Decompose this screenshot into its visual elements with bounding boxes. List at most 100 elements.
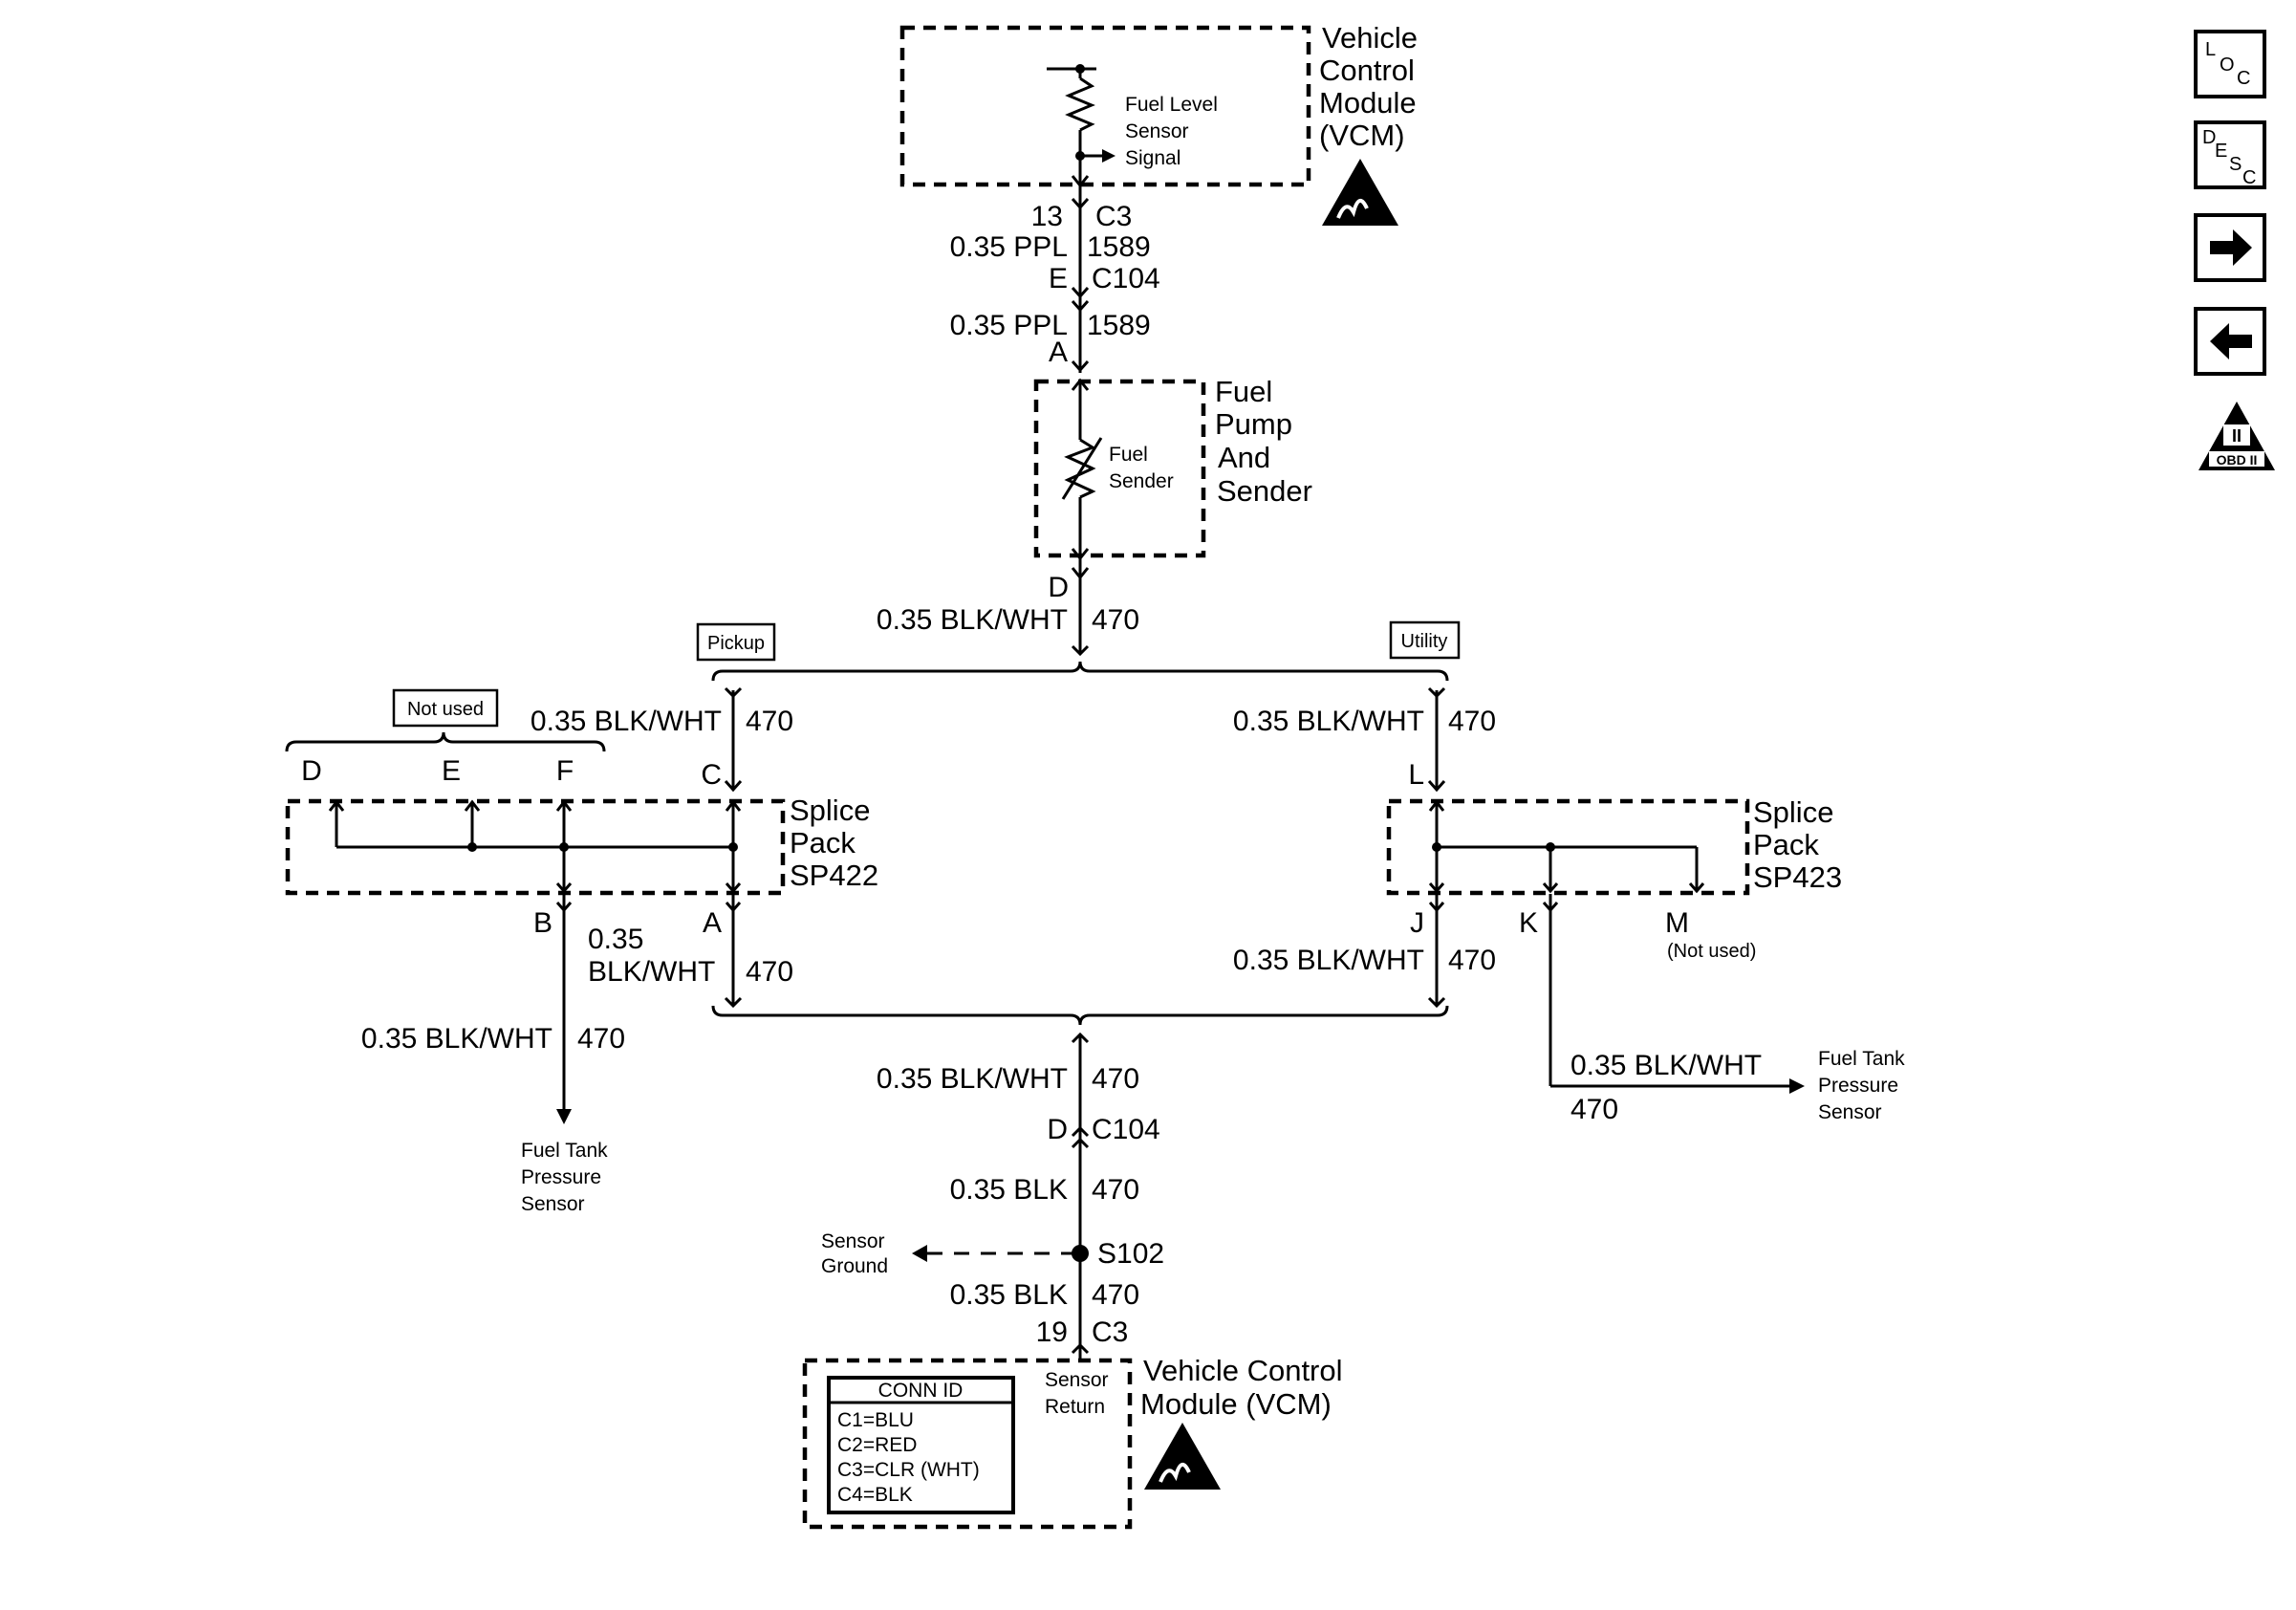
location-icon[interactable]: L O C xyxy=(2194,30,2266,98)
back-arrow-icon[interactable] xyxy=(2194,307,2266,376)
top-vcm-box xyxy=(899,25,1311,187)
circuit-470-label: 470 xyxy=(1092,1063,1139,1095)
bottom-vcm-box xyxy=(802,1358,1133,1530)
description-letter: E xyxy=(2215,141,2227,162)
sp422-title: Splice Pack SP422 xyxy=(790,794,878,892)
pin-e-label: E xyxy=(1049,263,1068,294)
wire-blk-label: 0.35 BLK xyxy=(950,1279,1068,1311)
wire-blk-wht-label: 0.35 BLK/WHT xyxy=(531,706,722,737)
pin-d-label: D xyxy=(1047,1114,1068,1145)
description-letter: D xyxy=(2202,127,2216,148)
conn-id-row: C3=CLR (WHT) xyxy=(837,1459,980,1481)
not-used-badge xyxy=(392,688,499,728)
signal-arrow-icon xyxy=(1102,149,1116,163)
circuit-470-label: 470 xyxy=(1448,706,1496,737)
not-used-label: Not used xyxy=(407,699,484,720)
circuit-470-label: 470 xyxy=(1092,1174,1139,1206)
circuit-470-label: 470 xyxy=(1092,604,1139,636)
splice-s102-label: S102 xyxy=(1097,1238,1164,1270)
circuit-1589-label: 1589 xyxy=(1087,310,1151,341)
wire-blk-wht-label: 0.35 BLK/WHT xyxy=(1570,1050,1762,1081)
connector-c3-label: C3 xyxy=(1092,1316,1128,1348)
pin-a-label: A xyxy=(703,907,722,939)
esd-sensitive-icon xyxy=(1322,159,1398,226)
description-letter: C xyxy=(2242,167,2256,188)
fuel-sender-label: Fuel Sender xyxy=(1109,444,1174,492)
pin-b-label: B xyxy=(533,907,552,939)
pin-a-label: A xyxy=(1049,337,1068,368)
wire-blk-wht-label: 0.35 BLK/WHT xyxy=(1233,945,1424,976)
utility-label: Utility xyxy=(1401,631,1448,652)
pin-m-label: M xyxy=(1665,907,1689,939)
pin-d-label: D xyxy=(301,755,322,787)
conn-id-header: CONN ID xyxy=(878,1380,964,1402)
pin-m-not-used-label: (Not used) xyxy=(1667,941,1756,962)
sensor-ground-arrow-icon xyxy=(912,1245,927,1262)
fuel-pump-box xyxy=(1033,379,1206,558)
fuel-level-signal-label: Fuel Level Sensor Signal xyxy=(1125,94,1224,169)
upper-circuit: 13 C3 0.35 PPL 1589 E C104 0.35 PPL 1589… xyxy=(950,185,1160,373)
sp423-box xyxy=(1386,798,1750,896)
connector-c104-label: C104 xyxy=(1092,263,1160,294)
top-vcm-title: Vehicle Control Module (VCM) xyxy=(1319,21,1426,152)
connector-c3-label: C3 xyxy=(1095,201,1132,232)
wire-blk-wht-label: 0.35 BLK/WHT xyxy=(877,1063,1068,1095)
wire-blk-wht-label: 0.35 BLK/WHT xyxy=(361,1023,552,1055)
pin-l-label: L xyxy=(1408,759,1424,791)
circuit-470-label: 470 xyxy=(1448,945,1496,976)
fuel-pump-title: Fuel Pump And Sender xyxy=(1215,375,1312,508)
pin-f-label: F xyxy=(556,755,574,787)
sensor-ground-label: Sensor Ground xyxy=(821,1230,890,1277)
location-letter: L xyxy=(2205,39,2216,60)
pin-e-label: E xyxy=(442,755,461,787)
top-vcm: Vehicle Control Module (VCM) Fuel Level … xyxy=(899,21,1426,226)
circuit-1589-label: 1589 xyxy=(1087,231,1151,263)
forward-arrow-icon[interactable] xyxy=(2194,213,2266,282)
pin-19-label: 19 xyxy=(1036,1316,1068,1348)
bottom-vcm-title: Vehicle Control Module (VCM) xyxy=(1140,1354,1351,1421)
option-bus-bracket xyxy=(711,661,1449,682)
right-fuel-tank-pressure-sensor-label: Fuel Tank Pressure Sensor xyxy=(1818,1048,1911,1123)
esd-sensitive-icon xyxy=(1144,1423,1221,1490)
variable-resistor-arrow xyxy=(1061,437,1103,500)
obd-ii-icon[interactable]: II OBD II xyxy=(2199,402,2275,470)
connector-c104-label: C104 xyxy=(1092,1114,1160,1145)
circuit-470-label: 470 xyxy=(746,956,793,988)
bottom-option-bus xyxy=(711,996,1449,1026)
obd-label: OBD II xyxy=(2217,452,2258,468)
pin-d-label: D xyxy=(1048,572,1069,603)
circuit-470-label: 470 xyxy=(1570,1094,1618,1125)
pullup-resistor-icon xyxy=(1065,76,1095,132)
description-letter: S xyxy=(2229,154,2242,175)
utility-badge xyxy=(1389,620,1461,660)
bottom-bus-bracket xyxy=(711,1005,1449,1026)
pin-j-label: J xyxy=(1410,907,1424,939)
wire-blk-wht-label: 0.35 BLK/WHT xyxy=(877,604,1068,636)
description-icon[interactable]: D E S C xyxy=(2194,120,2266,189)
not-used-bracket xyxy=(285,731,606,752)
wire-ppl-label: 0.35 PPL xyxy=(950,310,1068,341)
pickup-badge xyxy=(696,622,776,662)
sensor-return-label: Sensor Return xyxy=(1045,1369,1114,1418)
sp423-branch: 0.35 BLK/WHT 470 L Splice Pack SP423 J 0… xyxy=(1233,686,1911,1125)
location-letter: C xyxy=(2237,68,2250,89)
sidebar: L O C D E S C II OBD II xyxy=(2194,30,2275,470)
sp423-title: Splice Pack SP423 xyxy=(1753,795,1842,894)
pin-13-label: 13 xyxy=(1031,201,1063,232)
location-letter: O xyxy=(2220,54,2235,76)
bottom-vcm: Sensor Return Vehicle Control Module (VC… xyxy=(802,1354,1351,1530)
circuit-470-label: 470 xyxy=(577,1023,625,1055)
fuel-sender-resistor-icon xyxy=(1064,438,1096,499)
circuit-470-label: 470 xyxy=(746,706,793,737)
conn-id-row: C4=BLK xyxy=(837,1484,913,1506)
pin-k-label: K xyxy=(1519,907,1538,939)
to-sensor-arrow-icon xyxy=(556,1109,572,1124)
wire-blk-wht-label: 0.35 BLK/WHT xyxy=(1233,706,1424,737)
obd-numeral: II xyxy=(2232,426,2242,446)
left-fuel-tank-pressure-sensor-label: Fuel Tank Pressure Sensor xyxy=(521,1140,614,1215)
wire-blk-label: 0.35 BLK xyxy=(950,1174,1068,1206)
conn-id-row: C2=RED xyxy=(837,1434,917,1456)
to-sensor-arrow-icon xyxy=(1789,1078,1805,1094)
pickup-label: Pickup xyxy=(707,633,765,654)
